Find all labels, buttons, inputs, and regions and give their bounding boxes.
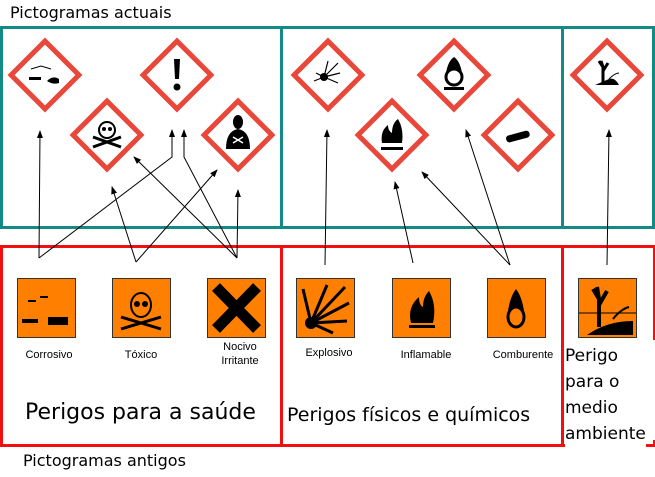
env-line: Perigo: [565, 346, 619, 366]
current-pictograms-box: [0, 26, 655, 229]
env-line: medio: [565, 398, 618, 418]
ghs-corrosive-icon: [7, 37, 83, 113]
old-harmful-icon: [207, 278, 266, 338]
divider: [561, 246, 564, 446]
old-explosive-icon: [296, 278, 355, 338]
old-oxidizer-icon: [487, 278, 546, 338]
current-pictograms-title: Pictogramas actuais: [10, 3, 172, 22]
old-corrosive-icon: [17, 278, 76, 338]
label-flammable: Inflamable: [400, 349, 452, 361]
label-oxidizer: Comburente: [492, 349, 554, 361]
group-physical-label: Perigos físicos e químicos: [287, 404, 531, 426]
arrow: [393, 181, 414, 264]
ghs-skull-icon: [69, 97, 145, 173]
arrow: [605, 129, 612, 266]
old-toxic-icon: [112, 278, 171, 338]
label-harmful-line: Nocivo: [223, 341, 257, 353]
ghs-oxidizer-icon: [416, 37, 492, 113]
arrow: [465, 129, 511, 266]
ghs-explosive-icon: [290, 37, 366, 113]
env-line: ambiente: [565, 424, 646, 444]
divider: [280, 27, 283, 227]
label-corrosive: Corrosivo: [25, 349, 73, 361]
ghs-flammable-icon: [354, 97, 430, 173]
label-toxic: Tóxico: [124, 349, 158, 361]
arrow: [323, 129, 330, 266]
old-environment-icon: [578, 278, 637, 338]
arrow: [181, 129, 238, 259]
old-pictograms-title: Pictogramas antigos: [23, 451, 186, 470]
old-flammable-icon: [392, 278, 451, 338]
arrow: [421, 171, 511, 266]
arrow: [111, 186, 137, 263]
label-irritant-line: Irritante: [221, 355, 259, 367]
arrow: [234, 189, 241, 259]
ghs-gas-cylinder-icon: [480, 97, 556, 173]
ghs-exclamation-icon: [139, 37, 215, 113]
arrow: [135, 169, 218, 263]
divider: [280, 246, 283, 446]
env-line: para o: [565, 372, 620, 392]
ghs-health-hazard-icon: [200, 97, 276, 173]
group-health-label: Perigos para a saúde: [25, 400, 256, 425]
label-explosive: Explosivo: [305, 347, 353, 359]
arrow: [38, 129, 175, 259]
divider: [561, 27, 564, 227]
group-environment-label: Perigo para o medio ambiente: [565, 343, 646, 447]
ghs-environment-icon: [569, 37, 645, 113]
arrow: [133, 156, 238, 259]
arrow: [36, 130, 43, 259]
